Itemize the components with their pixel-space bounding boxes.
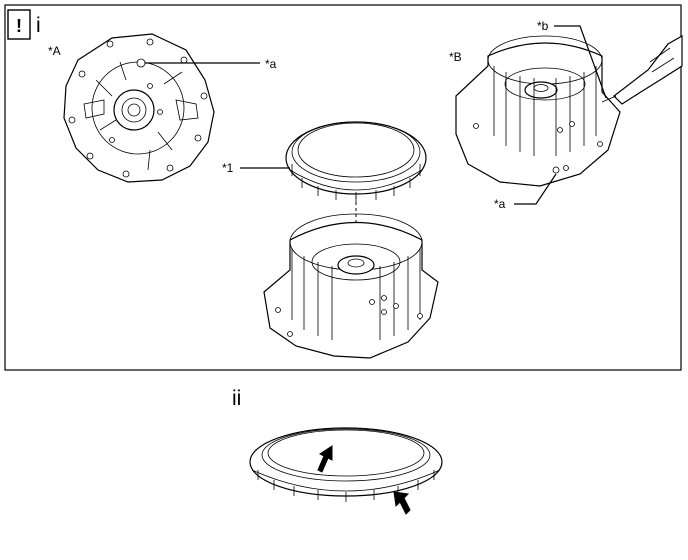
clutch-drum-B [455, 35, 621, 187]
label-B: *B [449, 50, 462, 64]
warning-icon: ! [16, 16, 22, 36]
warning-box [7, 9, 31, 40]
label-b: *b [537, 19, 549, 33]
clutch-drum-lower [263, 213, 439, 359]
step-i-label: i [36, 14, 41, 37]
leader-b [554, 25, 607, 99]
leader-a-bottom [514, 173, 557, 205]
air-gun-icon [601, 34, 683, 105]
clutch-ring [285, 121, 427, 262]
label-a-top: *a [265, 57, 277, 71]
label-A: *A [48, 44, 61, 58]
arrow-inner-icon [317, 445, 333, 473]
label-a-bottom: *a [494, 197, 506, 211]
label-1: *1 [222, 161, 234, 175]
oil-pump-assembly [63, 33, 215, 183]
arrow-outer-icon [393, 491, 411, 515]
step-ii-label: ii [232, 387, 241, 410]
clutch-ring-detail [249, 427, 443, 502]
step-i-frame [4, 4, 682, 371]
